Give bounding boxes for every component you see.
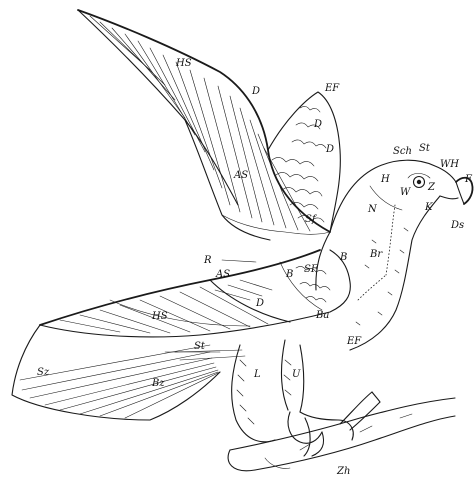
label-as-lower: AS [215, 269, 230, 280]
label-d-lower: D [255, 298, 264, 309]
label-d-upper1: D [313, 119, 322, 130]
label-l: L [253, 369, 261, 380]
label-st-head: St [419, 143, 431, 154]
label-d-wing: D [251, 86, 260, 97]
label-sch: Sch [393, 146, 412, 157]
label-z: Z [427, 182, 436, 193]
label-bz: Bz [151, 378, 165, 389]
label-w: W [400, 187, 411, 198]
label-zh: Zh [336, 466, 350, 477]
label-ds: Ds [450, 220, 464, 231]
label-r: R [203, 255, 212, 266]
label-f: F [464, 174, 473, 185]
label-br: Br [369, 249, 383, 260]
label-ef-upper: EF [324, 83, 340, 94]
label-sf-lower: SF [304, 264, 319, 275]
label-b-lower: B [285, 269, 293, 280]
label-wh: WH [440, 159, 459, 170]
label-ba: Ba [315, 310, 329, 321]
label-hs-upper: HS [175, 58, 192, 69]
label-br-small: B [339, 252, 347, 263]
label-ef-lower: EF [346, 336, 362, 347]
label-st-lower: St [194, 341, 206, 352]
label-n: N [367, 204, 378, 215]
label-h: H [380, 174, 390, 185]
label-sz: Sz [37, 367, 50, 378]
label-k: K [424, 202, 433, 213]
label-hs-lower: HS [151, 311, 168, 322]
label-u: U [292, 369, 301, 380]
label-as-upper: AS [233, 170, 248, 181]
label-d-upper2: D [325, 144, 334, 155]
